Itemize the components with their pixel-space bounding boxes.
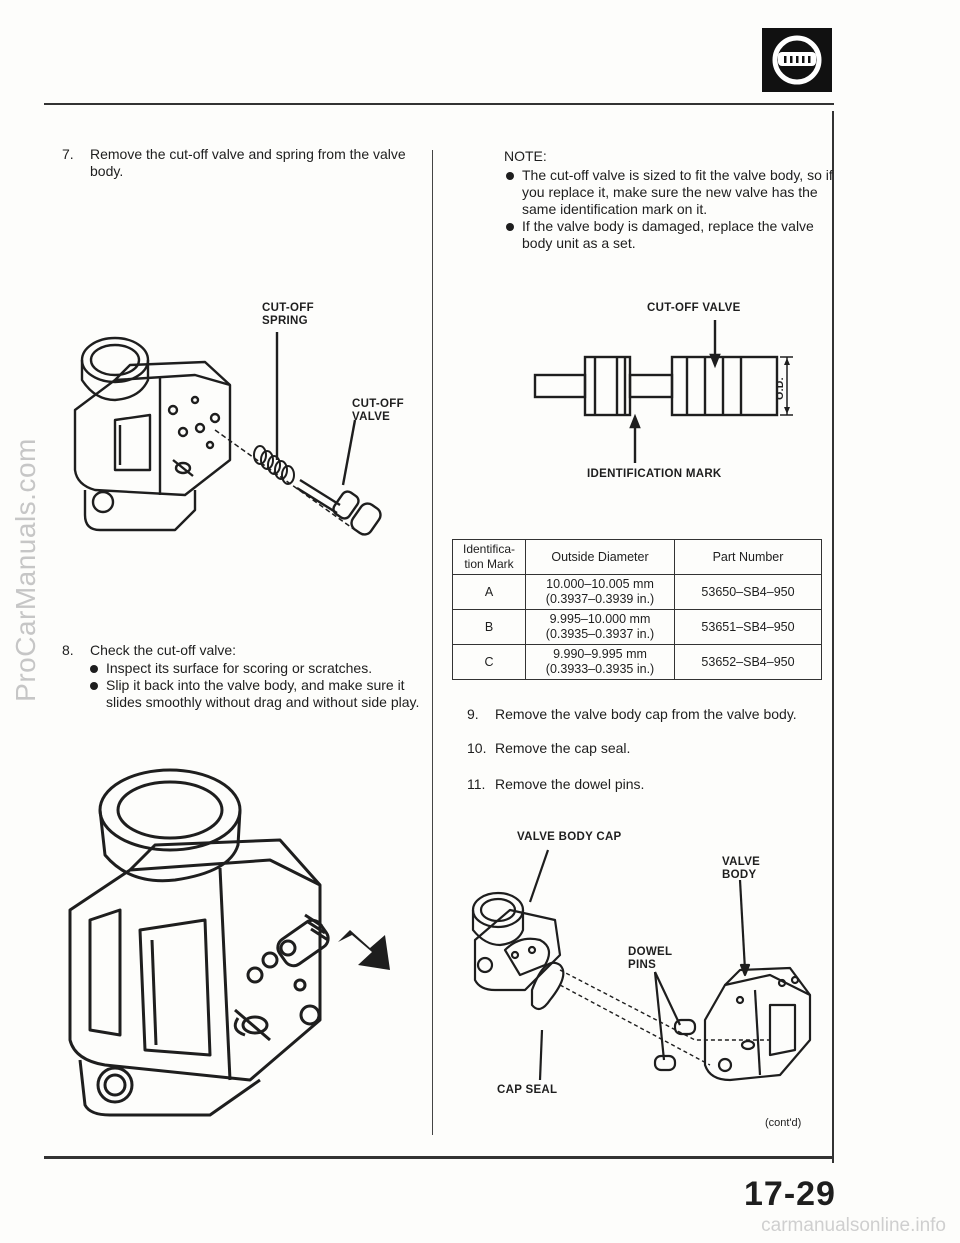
cell-od: 10.000–10.005 mm (0.3937–0.3939 in.) <box>525 574 675 610</box>
cell-part: 53650–SB4–950 <box>674 574 822 610</box>
step-9-number: 9. <box>467 706 479 722</box>
bullet-dot <box>90 665 98 673</box>
bottom-rule <box>44 1156 834 1159</box>
cell-od: 9.995–10.000 mm (0.3935–0.3937 in.) <box>525 609 675 645</box>
cell-mark: C <box>452 644 526 680</box>
label-valve-body: VALVE BODY <box>722 856 761 881</box>
note-bullet-2: If the valve body is damaged, replace th… <box>506 218 836 252</box>
note-bullets: The cut-off valve is sized to fit the va… <box>506 167 836 252</box>
note-heading: NOTE: <box>504 148 547 164</box>
cell-od: 9.990–9.995 mm (0.3933–0.3935 in.) <box>525 644 675 680</box>
step-7-text: Remove the cut-off valve and spring from… <box>90 146 406 179</box>
step-8-bullet-1: Inspect its surface for scoring or scrat… <box>90 660 420 677</box>
label-valve-body-cap: VALVE BODY CAP <box>517 831 622 843</box>
section-tab <box>762 28 832 92</box>
step-11-text: Remove the dowel pins. <box>495 776 645 792</box>
step-8-bullets: Inspect its surface for scoring or scrat… <box>90 660 420 711</box>
header-outside-diameter: Outside Diameter <box>525 539 675 575</box>
watermark-left: ProCarManuals.com <box>6 390 46 750</box>
note-bullet-1-text: The cut-off valve is sized to fit the va… <box>522 167 833 217</box>
label-dowel-pins: DOWEL PINS <box>628 946 673 971</box>
table-header-row: Identifica-tion Mark Outside Diameter Pa… <box>452 539 822 575</box>
label-identification-mark: IDENTIFICATION MARK <box>587 468 722 480</box>
header-id-mark: Identifica-tion Mark <box>452 539 526 575</box>
figure-cutoff-valve-detail <box>533 320 793 463</box>
cell-mark: A <box>452 574 526 610</box>
cell-part: 53651–SB4–950 <box>674 609 822 645</box>
cell-od-mm: 9.990–9.995 mm <box>553 647 647 661</box>
cell-part: 53652–SB4–950 <box>674 644 822 680</box>
column-divider <box>432 150 433 1135</box>
cell-od-in: (0.3933–0.3935 in.) <box>545 662 655 676</box>
cell-od-mm: 10.000–10.005 mm <box>546 577 654 591</box>
steering-wheel-icon <box>772 35 822 85</box>
step-7-number: 7. <box>62 146 74 162</box>
step-10-number: 10. <box>467 740 487 756</box>
figure-valve-slide-check <box>68 768 390 1117</box>
step-8-text: Check the cut-off valve: <box>90 642 237 658</box>
step-8-number: 8. <box>62 642 74 658</box>
label-cutoff-valve-left: CUT-OFF VALVE <box>352 398 404 423</box>
top-rule <box>44 103 834 105</box>
step-9-text: Remove the valve body cap from the valve… <box>495 706 797 722</box>
page-number: 17-29 <box>744 1175 836 1213</box>
label-cutoff-spring: CUT-OFF SPRING <box>262 302 314 327</box>
step-8-bullet-2-text: Slip it back into the valve body, and ma… <box>106 677 420 710</box>
continued-note: (cont'd) <box>765 1117 802 1129</box>
cell-od-in: (0.3937–0.3939 in.) <box>545 592 655 606</box>
label-cutoff-valve-right: CUT-OFF VALVE <box>647 302 741 314</box>
figure-valve-body-cap-removal <box>471 849 812 1082</box>
cell-od-mm: 9.995–10.000 mm <box>549 612 651 626</box>
bullet-dot <box>506 172 514 180</box>
watermark-bottom: carmanualsonline.info <box>761 1215 946 1236</box>
note-bullet-2-text: If the valve body is damaged, replace th… <box>522 218 814 251</box>
bullet-dot <box>506 223 514 231</box>
step-8-bullet-1-text: Inspect its surface for scoring or scrat… <box>106 660 373 676</box>
table-row: A 10.000–10.005 mm (0.3937–0.3939 in.) 5… <box>452 574 822 610</box>
header-part-number: Part Number <box>674 539 822 575</box>
watermark-left-text: ProCarManuals.com <box>10 438 42 702</box>
right-frame-rule <box>832 111 834 1163</box>
figure-cutoff-valve-removal <box>73 332 382 536</box>
table-row: C 9.990–9.995 mm (0.3933–0.3935 in.) 536… <box>452 644 822 680</box>
cell-mark: B <box>452 609 526 645</box>
cell-od-in: (0.3935–0.3937 in.) <box>545 627 655 641</box>
note-bullet-1: The cut-off valve is sized to fit the va… <box>506 167 836 218</box>
table-row: B 9.995–10.000 mm (0.3935–0.3937 in.) 53… <box>452 609 822 645</box>
label-cap-seal: CAP SEAL <box>497 1084 558 1096</box>
step-11-number: 11. <box>467 776 486 792</box>
step-10-text: Remove the cap seal. <box>495 740 631 756</box>
identification-table: Identifica-tion Mark Outside Diameter Pa… <box>452 539 822 680</box>
step-8-bullet-2: Slip it back into the valve body, and ma… <box>90 677 420 711</box>
bullet-dot <box>90 682 98 690</box>
